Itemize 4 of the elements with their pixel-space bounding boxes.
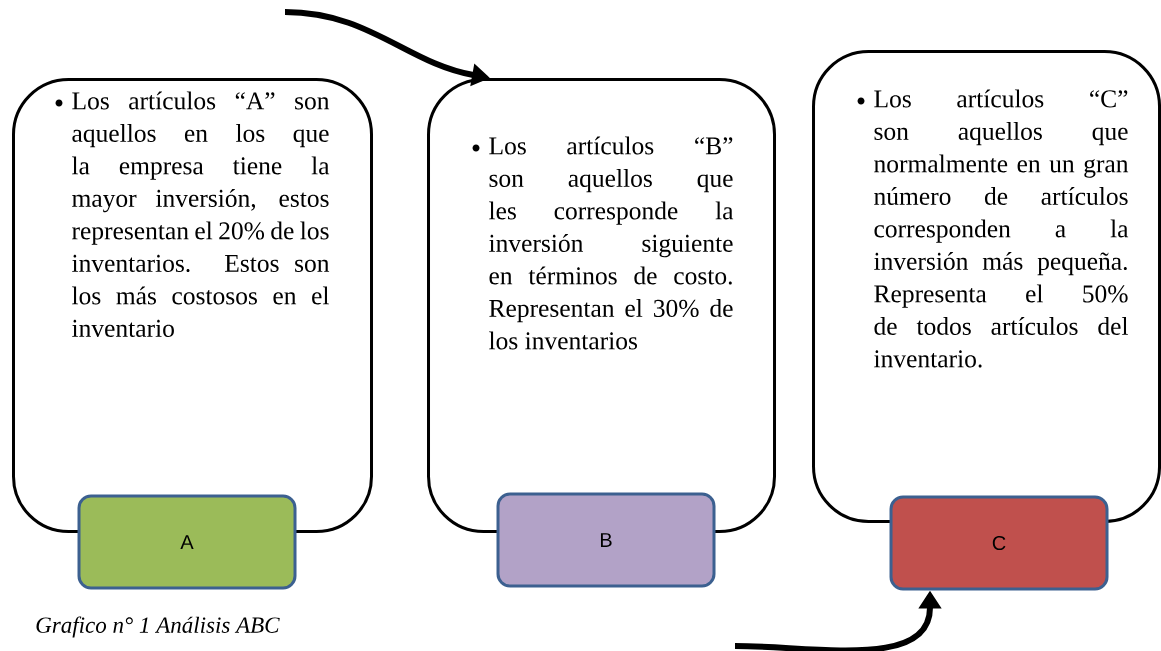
- label-box: C: [889, 495, 1109, 591]
- label-box: A: [77, 494, 297, 590]
- label-box: B: [496, 492, 716, 588]
- caption: Grafico n° 1 Análisis ABC: [36, 616, 280, 638]
